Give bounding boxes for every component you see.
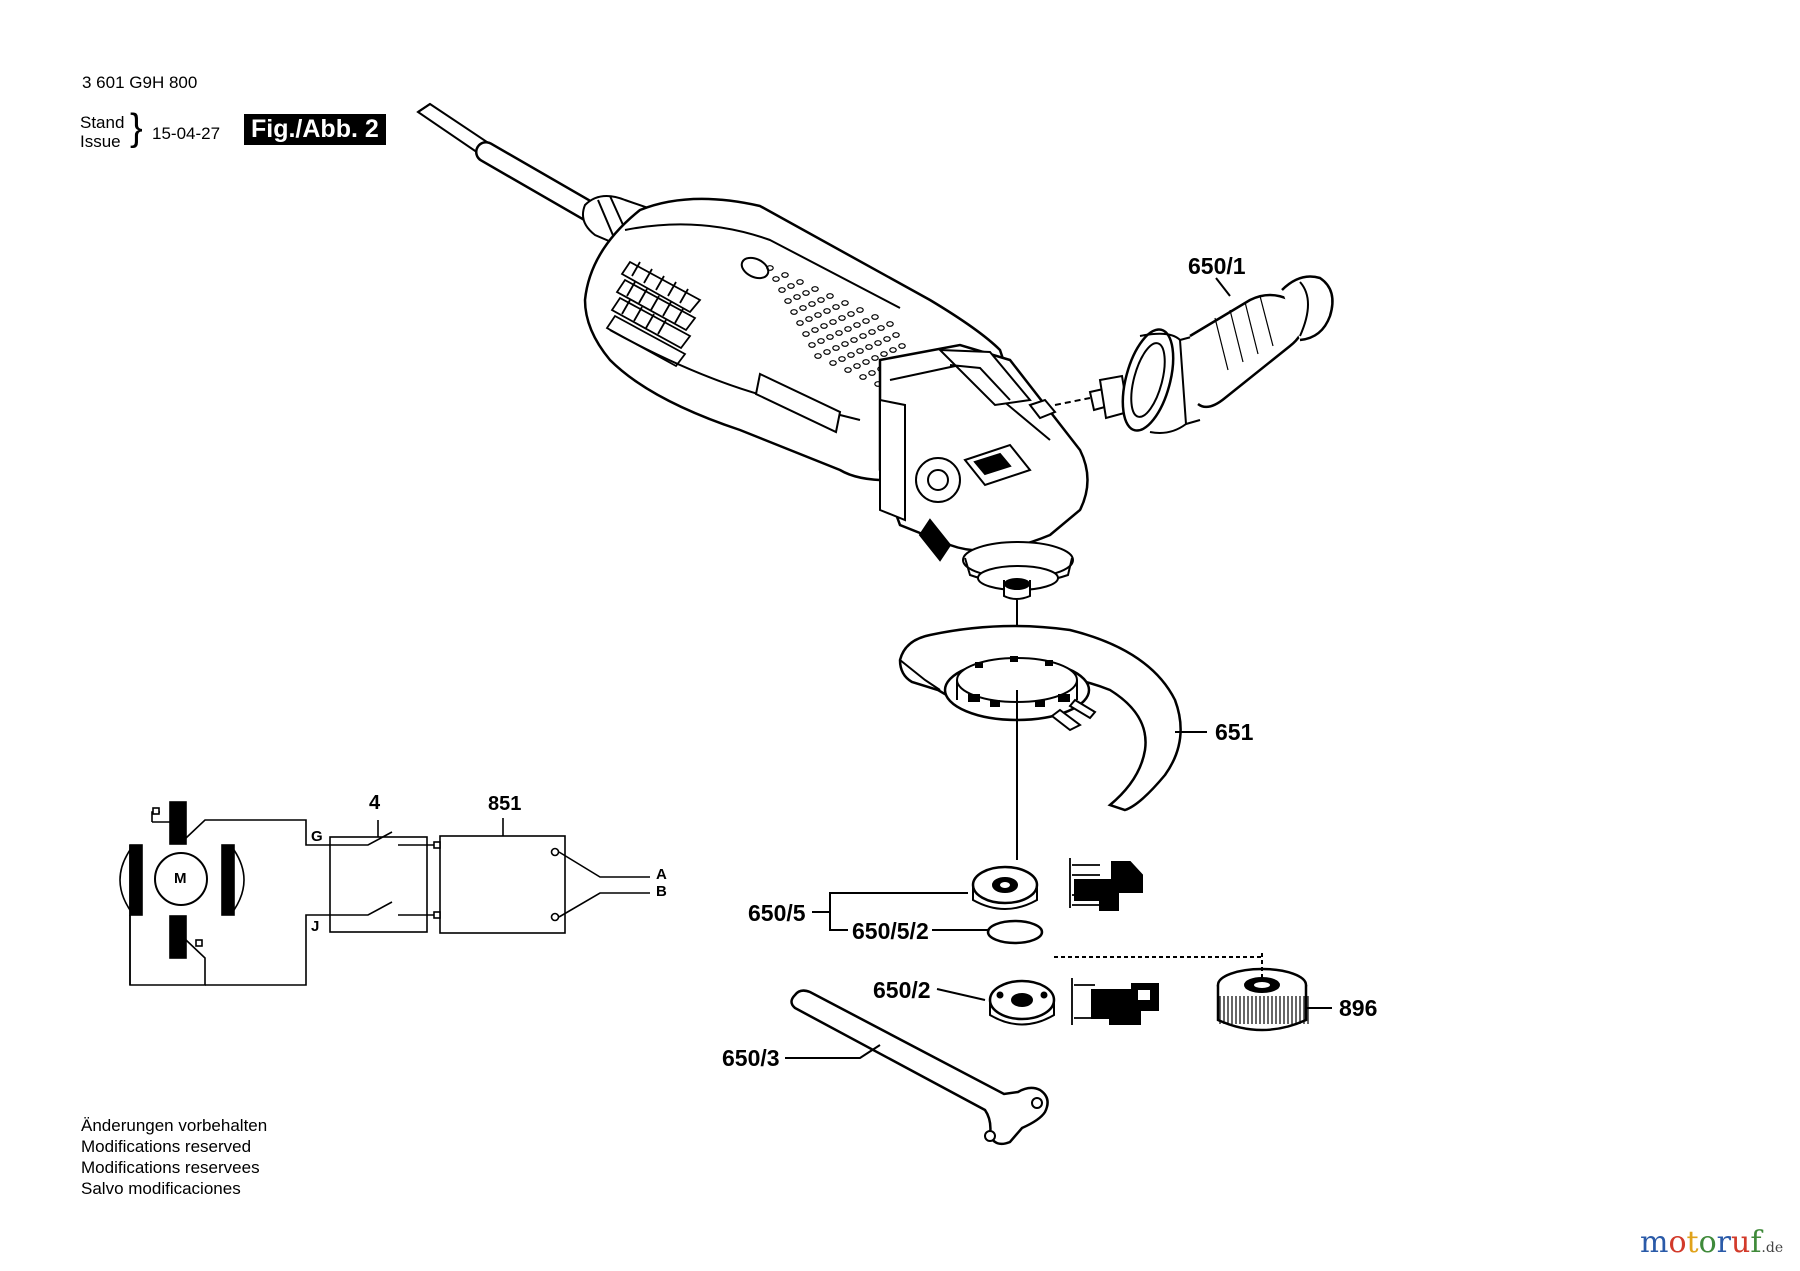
- brand-logo: motoruf.de: [1640, 1225, 1783, 1260]
- part-label-896: 896: [1339, 995, 1378, 1021]
- figure-label: Fig./Abb. 2: [244, 114, 386, 145]
- flange-parts-drawing: [790, 858, 1309, 1146]
- document-number: 3 601 G9H 800: [82, 73, 198, 92]
- wiring-label-4: 4: [369, 792, 381, 814]
- note-line: Modifications reserved: [81, 1137, 252, 1156]
- motor-label: M: [174, 870, 187, 887]
- note-line: Änderungen vorbehalten: [81, 1116, 268, 1135]
- wiring-label-851: 851: [488, 793, 522, 815]
- note-line: Salvo modificaciones: [81, 1179, 241, 1198]
- wheel-guard-drawing: [898, 600, 1182, 860]
- brand-tld: .de: [1761, 1240, 1784, 1256]
- side-handle-drawing: [1054, 275, 1334, 434]
- issue-date: 15-04-27: [152, 124, 221, 143]
- terminal-j-label: J: [311, 918, 320, 935]
- issue-label: Issue: [80, 132, 121, 151]
- stand-issue-brace: }: [130, 107, 143, 149]
- brand-name: motoruf: [1640, 1225, 1762, 1260]
- terminal-b-label: B: [656, 883, 667, 900]
- modification-notes: Änderungen vorbehalten Modifications res…: [81, 1115, 267, 1199]
- part-label-650-5: 650/5: [748, 900, 806, 926]
- note-line: Modifications reservees: [81, 1158, 260, 1177]
- leader-lines: [785, 277, 1332, 1059]
- part-label-650-1: 650/1: [1188, 253, 1246, 279]
- part-label-651: 651: [1215, 719, 1254, 745]
- stand-label: Stand: [80, 113, 125, 132]
- angle-grinder-drawing: [416, 102, 1089, 600]
- wiring-diagram: [119, 801, 650, 986]
- terminal-g-label: G: [311, 828, 323, 845]
- terminal-a-label: A: [656, 866, 667, 883]
- part-label-650-3: 650/3: [722, 1045, 780, 1071]
- part-label-650-5-2: 650/5/2: [852, 918, 929, 944]
- part-label-650-2: 650/2: [873, 977, 931, 1003]
